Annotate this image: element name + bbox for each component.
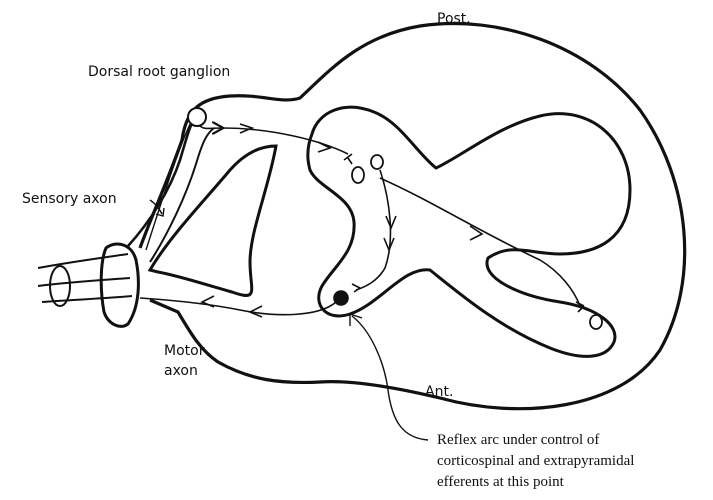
motor-axon-arrow-2 bbox=[250, 306, 262, 317]
sensory-terminal bbox=[344, 154, 352, 164]
dorsal-root-ganglion-label: Dorsal root ganglion bbox=[88, 63, 230, 81]
descending-arrow-1 bbox=[386, 216, 396, 228]
anterior-label: Ant. bbox=[425, 383, 453, 401]
descending-arrow-2 bbox=[384, 238, 394, 250]
contralateral-cell bbox=[590, 315, 602, 329]
interneuron-2 bbox=[371, 155, 383, 169]
reflex-caption-line3: efferents at this point bbox=[437, 473, 564, 492]
motor-axon-path bbox=[140, 298, 336, 315]
ganglion-cell bbox=[188, 108, 206, 126]
reflex-caption-line1: Reflex arc under control of bbox=[437, 431, 599, 450]
sensory-axon-label: Sensory axon bbox=[22, 190, 117, 208]
ventral-root bbox=[150, 146, 276, 295]
reflex-caption-line2: corticospinal and extrapyramidal bbox=[437, 452, 634, 471]
motor-axon-label-line2: axon bbox=[164, 362, 198, 380]
spinal-nerve bbox=[38, 254, 132, 302]
interneuron-1 bbox=[352, 167, 364, 183]
spinal-cord-outline bbox=[140, 24, 685, 409]
reflex-leader bbox=[352, 316, 428, 440]
interneuron-descending-fiber bbox=[356, 170, 390, 290]
crossing-fiber bbox=[380, 178, 580, 306]
motor-axon-label-line1: Motor bbox=[164, 342, 204, 360]
posterior-label: Post. bbox=[437, 10, 471, 28]
motor-synapse-terminal bbox=[352, 284, 360, 292]
